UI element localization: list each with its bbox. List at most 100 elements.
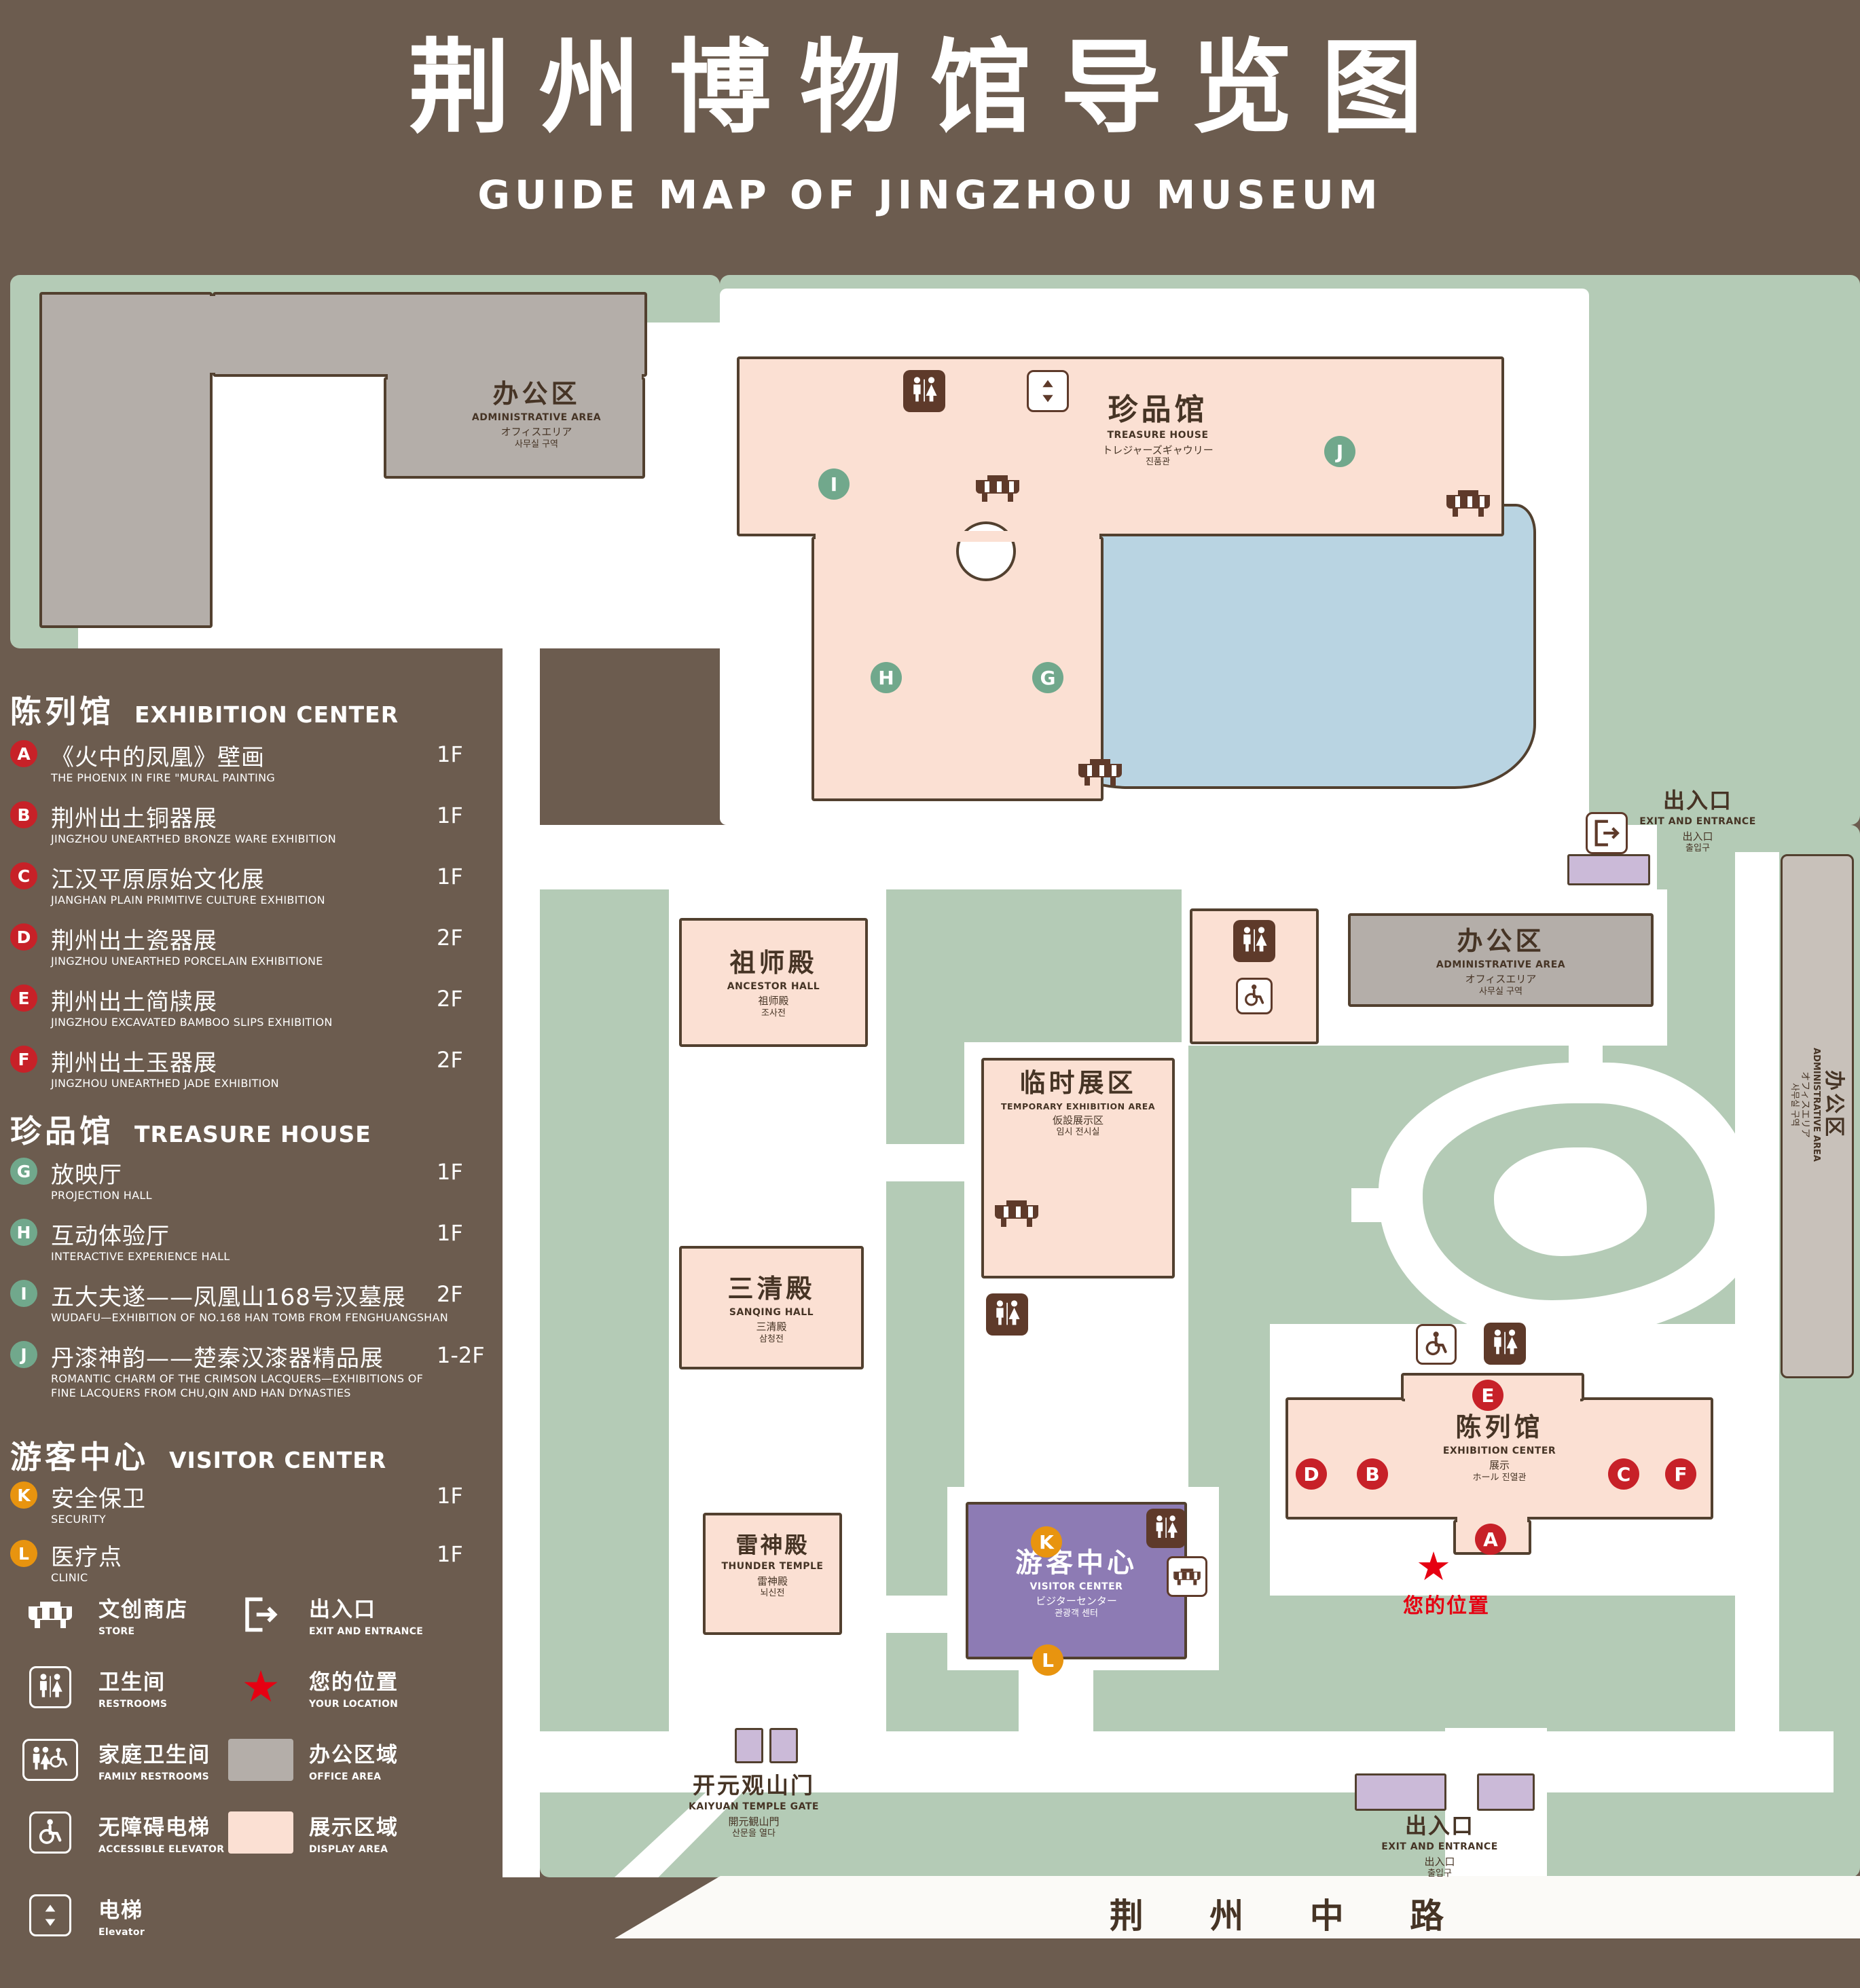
marker-badge-d: D xyxy=(10,923,37,951)
exit-south-label: 出入口 EXIT AND ENTRANCE 出入口 출입구 xyxy=(1381,1813,1498,1879)
legend-item-i: I 五大夫遂——凤凰山168号汉墓展 2F WUDAFU—EXHIBITION … xyxy=(10,1280,516,1338)
path-garden-east xyxy=(1735,1188,1779,1222)
map-marker-b: B xyxy=(1357,1458,1388,1490)
store-icon xyxy=(1446,490,1490,517)
elevator-icon xyxy=(1027,370,1069,412)
gate-pier-1 xyxy=(735,1728,763,1763)
path-central-corridor xyxy=(540,825,1657,889)
building-ancestor-hall xyxy=(679,918,868,1047)
sanqing-hall-label: 三清殿 SANQING HALL 三清殿 삼청전 xyxy=(727,1274,816,1344)
office-area-swatch xyxy=(228,1739,293,1781)
admin-nw-label: 办公区 ADMINISTRATIVE AREA オフィスエリア 사무실 구역 xyxy=(471,379,602,449)
path-garden-north xyxy=(1569,1042,1603,1090)
marker-badge-b: B xyxy=(10,801,37,828)
map-marker-f: F xyxy=(1665,1458,1696,1490)
road xyxy=(615,1876,1860,1938)
legend-item-j: J 丹漆神韵——楚秦汉漆器精品展 1-2F ROMANTIC CHARM OF … xyxy=(10,1341,516,1399)
seam-patch xyxy=(816,531,1099,542)
marker-badge-a: A xyxy=(10,740,37,767)
map-marker-c: C xyxy=(1608,1458,1639,1490)
legend-item-d: D 荆州出土瓷器展 2F JINGZHOU UNEARTHED PORCELAI… xyxy=(10,923,516,982)
visitor-center-label: 游客中心 VISITOR CENTER ビジターセンター 관광객 센터 xyxy=(1015,1547,1137,1619)
map-marker-d: D xyxy=(1296,1458,1327,1490)
marker-badge-l: L xyxy=(10,1540,37,1567)
building-admin-east xyxy=(1348,913,1654,1007)
path-west-corridor xyxy=(503,645,540,1877)
seam-patch xyxy=(207,296,218,373)
legend-item-f: F 荆州出土玉器展 2F JINGZHOU UNEARTHED JADE EXH… xyxy=(10,1046,516,1104)
section-visitor-center: 游客中心 VISITOR CENTER xyxy=(10,1439,387,1475)
store-icon xyxy=(976,475,1019,502)
entrance-ne-pad xyxy=(1567,854,1650,885)
entrance-south-pad-1 xyxy=(1355,1773,1446,1811)
section-treasure-house: 珍品馆 TREASURE HOUSE xyxy=(10,1113,371,1149)
marker-badge-i: I xyxy=(10,1280,37,1307)
building-thunder-temple xyxy=(703,1513,842,1635)
exit-icon xyxy=(227,1594,294,1635)
gate-pier-2 xyxy=(769,1728,798,1763)
marker-badge-e: E xyxy=(10,984,37,1012)
path-garden-west xyxy=(1351,1188,1399,1222)
road-label: 荆 州 中 路 xyxy=(1109,1896,1472,1936)
marker-badge-h: H xyxy=(10,1219,37,1246)
thunder-temple-label: 雷神殿 THUNDER TEMPLE 雷神殿 뇌신전 xyxy=(721,1532,824,1599)
your-location-label: 您的位置 xyxy=(1403,1594,1490,1618)
marker-badge-g: G xyxy=(10,1158,37,1185)
building-admin-nw-top-bar xyxy=(213,292,647,377)
map-marker-i: I xyxy=(818,468,850,500)
ancestor-hall-label: 祖师殿 ANCESTOR HALL 祖师殿 조사전 xyxy=(727,948,820,1018)
marker-badge-j: J xyxy=(10,1341,37,1368)
path-ne-exit xyxy=(1525,784,1589,825)
path-visitor-south xyxy=(1019,1670,1093,1731)
building-treasure-house-main xyxy=(737,356,1504,536)
building-admin-nw-east-block xyxy=(384,377,645,479)
seam-patch xyxy=(388,371,642,382)
elevator-icon xyxy=(29,1894,71,1936)
path-garden-loop-inner xyxy=(1494,1147,1647,1256)
map-marker-g: G xyxy=(1032,662,1063,693)
building-admin-strip-east xyxy=(1781,854,1854,1378)
legend-item-b: B 荆州出土铜器展 1F JINGZHOU UNEARTHED BRONZE W… xyxy=(10,801,516,860)
restroom-icon xyxy=(1233,920,1275,962)
family-restroom-icon xyxy=(22,1739,78,1781)
seam-patch xyxy=(1457,1515,1527,1524)
header: 荆州博物馆导览图 GUIDE MAP OF JINGZHOU MUSEUM xyxy=(0,0,1860,218)
treasure-house-label: 珍品馆 TREASURE HOUSE トレジャーズギャウリー 진품관 xyxy=(1102,392,1214,468)
store-icon xyxy=(995,1200,1038,1227)
map-marker-a: A xyxy=(1475,1524,1506,1555)
kaiyuan-gate-label: 开元观山门 KAIYUAN TEMPLE GATE 開元観山門 산문을 열다 xyxy=(689,1772,819,1839)
restroom-icon xyxy=(903,370,945,412)
path-connector-1 xyxy=(886,1144,964,1181)
legend-item-l: L 医疗点 1F CLINIC xyxy=(10,1540,516,1598)
building-temporary-exhibition xyxy=(981,1058,1175,1278)
legend-item-k: K 安全保卫 1F SECURITY xyxy=(10,1481,516,1540)
exit-ne-label: 出入口 EXIT AND ENTRANCE 出入口 출입구 xyxy=(1639,788,1756,854)
legend-item-g: G 放映厅 1F PROJECTION HALL xyxy=(10,1158,516,1216)
display-area-swatch xyxy=(228,1811,293,1854)
accessible-elevator-icon xyxy=(29,1811,71,1854)
your-location-star-icon: ★ xyxy=(1416,1543,1451,1589)
temporary-exhibition-label: 临时展区 TEMPORARY EXHIBITION AREA 仮設展示区 임시 … xyxy=(1000,1068,1156,1138)
map-marker-l: L xyxy=(1032,1644,1063,1676)
exhibition-center-label: 陈列馆 EXHIBITION CENTER 展示 ホール 진열관 xyxy=(1442,1412,1556,1483)
map-marker-j: J xyxy=(1324,436,1355,467)
page-title: 荆州博物馆导览图 xyxy=(408,29,1452,147)
building-sanqing-hall xyxy=(679,1246,864,1369)
path-east-corridor xyxy=(1735,852,1779,1742)
legend-item-c: C 江汉平原原始文化展 1F JIANGHAN PLAIN PRIMITIVE … xyxy=(10,862,516,921)
building-admin-nw-west-wing xyxy=(39,292,213,628)
map-marker-h: H xyxy=(871,662,902,693)
accessible-elevator-icon xyxy=(1416,1324,1457,1365)
store-icon xyxy=(1167,1556,1207,1597)
legend-item-e: E 荆州出土简牍展 2F JINGZHOU EXCAVATED BAMBOO S… xyxy=(10,984,516,1043)
map-marker-e: E xyxy=(1472,1380,1503,1411)
marker-badge-f: F xyxy=(10,1046,37,1073)
page-subtitle: GUIDE MAP OF JINGZHOU MUSEUM xyxy=(477,172,1383,218)
